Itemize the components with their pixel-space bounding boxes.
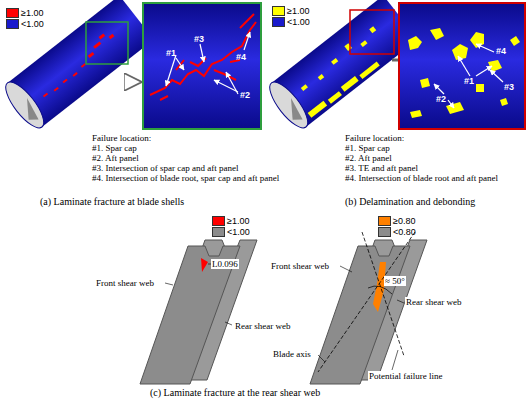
failure-item: #3. Intersection of spar cap and aft pan…	[92, 163, 238, 173]
callout-number: #2	[240, 90, 250, 100]
legend-entry: ≥1.00	[272, 6, 309, 16]
fracture-mark	[201, 258, 208, 272]
delamination-patches	[408, 28, 520, 118]
blade-shell	[0, 0, 154, 133]
panel-caption: (b) Delamination and debonding	[345, 196, 475, 208]
angle-arc	[368, 286, 392, 294]
legend-text: ≥0.80	[393, 216, 415, 226]
part-name: Rear shear web	[234, 321, 291, 331]
legend-entry: <1.00	[6, 19, 44, 29]
panel-caption: (c) Laminate fracture at the rear shear …	[150, 387, 320, 399]
panel-caption: (a) Laminate fracture at blade shells	[40, 196, 184, 208]
legend-swatch	[212, 216, 225, 226]
legend-text: ≥1.00	[227, 216, 249, 226]
legend-swatch	[378, 227, 391, 237]
legend-swatch	[272, 17, 285, 27]
callout-number: #3	[504, 82, 514, 92]
zoom-frame	[350, 10, 394, 54]
legend-entry: <0.80	[378, 227, 416, 237]
legend-text: ≥1.00	[287, 6, 309, 16]
dimension-label: L0.096	[211, 259, 239, 269]
part-name: Front shear web	[270, 261, 330, 271]
failure-line	[362, 232, 404, 356]
legend-text: <1.00	[227, 227, 250, 237]
legend-text: <0.80	[393, 227, 416, 237]
legend-entry: ≥1.00	[212, 216, 249, 226]
legend-text: <1.00	[21, 19, 44, 29]
part-name: Blade axis	[272, 349, 312, 359]
legend-entry: <1.00	[212, 227, 250, 237]
legend-entry: ≥1.00	[6, 8, 43, 18]
reference-lines	[318, 232, 415, 372]
legend-swatch	[6, 19, 19, 29]
legend-swatch	[212, 227, 225, 237]
callout-number: #1	[166, 48, 176, 58]
legend-text: ≥1.00	[21, 8, 43, 18]
callout-number: #3	[194, 34, 204, 44]
callout-number: #2	[436, 94, 446, 104]
legend-entry: <1.00	[272, 17, 310, 27]
leader-lines	[165, 264, 232, 325]
callout-number: #4	[236, 52, 246, 62]
failure-item: #2. Aft panel	[92, 153, 139, 163]
callout-number: #1	[464, 76, 474, 86]
callout-number: #4	[496, 46, 506, 56]
blade-shell	[264, 0, 418, 133]
legend-swatch	[6, 8, 19, 18]
front-shear-web	[140, 246, 240, 384]
blade-axis-line	[318, 232, 415, 372]
zoom-arrow	[392, 59, 398, 62]
zoom-frame	[86, 22, 128, 64]
callout-arrows	[166, 32, 250, 94]
failure-item: #1. Spar cap	[92, 143, 137, 153]
failure-item: #2. Aft panel	[345, 153, 392, 163]
legend-entry: ≥0.80	[378, 216, 415, 226]
part-name: Front shear web	[95, 278, 155, 288]
legend-swatch	[378, 216, 391, 226]
shear-webs	[140, 240, 257, 384]
failure-item: #1. Spar cap	[345, 143, 390, 153]
part-name: Potential failure line	[368, 371, 443, 381]
note-heading: Failure location:	[345, 133, 404, 143]
note-heading: Failure location:	[92, 133, 151, 143]
failure-item: #3. TE and aft panel	[345, 163, 418, 173]
angle-label: ≈ 50°	[384, 276, 406, 286]
failure-item: #4. Intersection of blade root, spar cap…	[92, 173, 279, 183]
part-name: Rear shear web	[405, 297, 462, 307]
fracture-marks	[150, 14, 256, 100]
zoom-arrow	[126, 81, 140, 84]
inset-b	[399, 3, 525, 129]
inset-a	[143, 3, 261, 129]
failure-item: #4. Intersection of blade root and aft p…	[345, 173, 498, 183]
legend-text: <1.00	[287, 17, 310, 27]
callout-arrows	[434, 44, 503, 108]
legend-swatch	[272, 6, 285, 16]
